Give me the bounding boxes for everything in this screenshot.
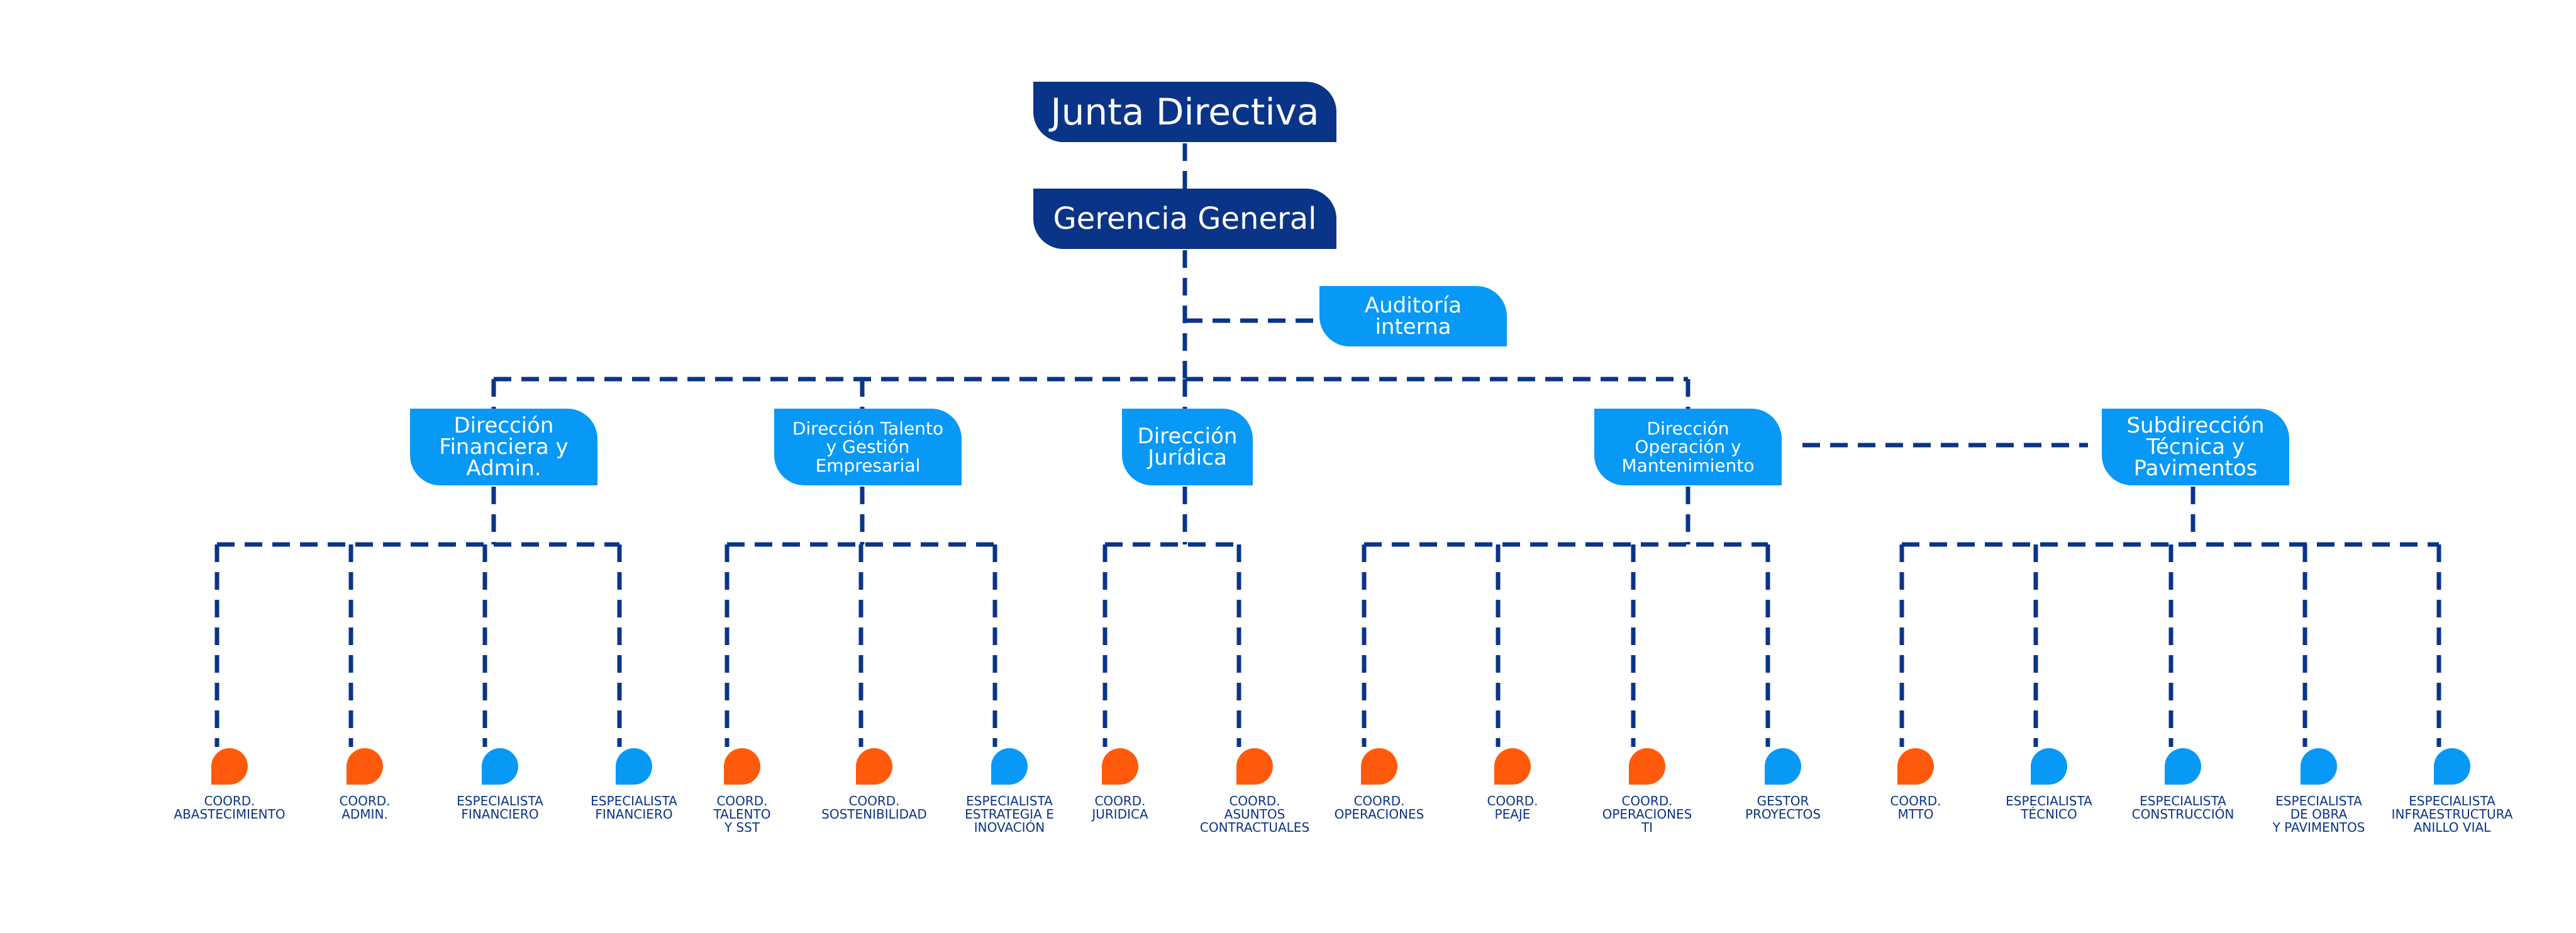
leaf-label: COORD. OPERACIONES [1334,793,1424,822]
leaf-label: ESPECIALISTA ESTRATEGIA E INOVACIÓN [965,793,1054,835]
drop-marker-icon [2165,748,2201,785]
leaf-node: ESPECIALISTA ESTRATEGIA E INOVACIÓN [937,748,1082,834]
drop-marker-icon [1102,748,1138,785]
leaf-label: COORD. SOSTENIBILIDAD [821,793,927,822]
leaf-node: GESTOR PROYECTOS [1711,748,1855,821]
drop-marker-icon [2301,748,2337,785]
leaf-node: ESPECIALISTA DE OBRA Y PAVIMENTOS [2246,748,2391,834]
direction-finance-node: Dirección Financiera y Admin. [410,409,597,485]
drop-marker-icon [1361,748,1397,785]
direction-label: Dirección Talento y Gestión Empresarial [792,417,944,476]
drop-marker-icon [1897,748,1934,785]
leaf-node: ESPECIALISTA CONSTRUCCIÓN [2111,748,2255,821]
leaf-node: COORD. ABASTECIMIENTO [157,748,302,821]
audit-label: Auditoría interna [1364,293,1462,340]
general-manager-node: Gerencia General [1033,189,1336,249]
direction-label: Dirección Financiera y Admin. [439,413,569,481]
leaf-label: COORD. ABASTECIMIENTO [174,793,286,822]
direction-legal-node: Dirección Jurídica [1122,409,1253,485]
leaf-label: COORD. OPERACIONES TI [1602,793,1692,835]
leaf-node: ESPECIALISTA FINANCIERO [428,748,572,821]
leaf-node: COORD. ADMIN. [292,748,437,821]
drop-marker-icon [616,748,652,785]
leaf-label: ESPECIALISTA FINANCIERO [457,793,543,822]
leaf-node: COORD. JURIDICA [1048,748,1192,821]
general-manager-label: Gerencia General [1053,201,1317,236]
drop-marker-icon [347,748,383,785]
drop-marker-icon [2031,748,2067,785]
leaf-node: COORD. OPERACIONES TI [1575,748,1719,834]
leaf-node: COORD. OPERACIONES [1307,748,1452,821]
leaf-node: COORD. ASUNTOS CONTRACTUALES [1182,748,1327,834]
drop-marker-icon [1765,748,1801,785]
audit-node: Auditoría interna [1319,286,1507,346]
direction-talent-node: Dirección Talento y Gestión Empresarial [774,409,962,485]
drop-marker-icon [991,748,1028,785]
direction-operation-node: Dirección Operación y Mantenimiento [1594,409,1782,485]
leaf-label: ESPECIALISTA INFRAESTRUCTURA ANILLO VIAL [2391,793,2513,835]
leaf-label: ESPECIALISTA FINANCIERO [591,793,677,822]
leaf-label: ESPECIALISTA CONSTRUCCIÓN [2131,793,2235,822]
leaf-label: ESPECIALISTA TÉCNICO [2006,793,2092,822]
leaf-label: GESTOR PROYECTOS [1745,793,1821,822]
drop-marker-icon [1236,748,1273,785]
subdirection-technical-node: Subdirección Técnica y Pavimentos [2102,409,2289,485]
drop-marker-icon [2434,748,2470,785]
direction-label: Dirección Jurídica [1137,424,1238,470]
leaf-label: COORD. TALENTO Y SST [713,793,771,835]
leaf-label: COORD. JURIDICA [1092,793,1148,822]
leaf-node: ESPECIALISTA INFRAESTRUCTURA ANILLO VIAL [2380,748,2524,834]
drop-marker-icon [1494,748,1531,785]
direction-label: Subdirección Técnica y Pavimentos [2126,413,2265,481]
drop-marker-icon [211,748,248,785]
leaf-label: COORD. ASUNTOS CONTRACTUALES [1199,793,1310,835]
leaf-node: COORD. PEAJE [1440,748,1585,821]
board-node: Junta Directiva [1033,82,1336,142]
leaf-node: ESPECIALISTA TÉCNICO [1977,748,2121,821]
leaf-node: COORD. TALENTO Y SST [670,748,814,834]
drop-marker-icon [1629,748,1665,785]
drop-marker-icon [482,748,518,785]
leaf-label: ESPECIALISTA DE OBRA Y PAVIMENTOS [2272,793,2365,835]
leaf-node: COORD. MTTO [1843,748,1988,821]
leaf-label: COORD. PEAJE [1487,793,1538,822]
leaf-label: COORD. MTTO [1890,793,1941,822]
leaf-node: ESPECIALISTA FINANCIERO [562,748,706,821]
leaf-label: COORD. ADMIN. [339,793,391,822]
direction-label: Dirección Operación y Mantenimiento [1621,417,1755,476]
drop-marker-icon [856,748,892,785]
leaf-node: COORD. SOSTENIBILIDAD [802,748,947,821]
drop-marker-icon [724,748,760,785]
board-label: Junta Directiva [1050,91,1319,133]
